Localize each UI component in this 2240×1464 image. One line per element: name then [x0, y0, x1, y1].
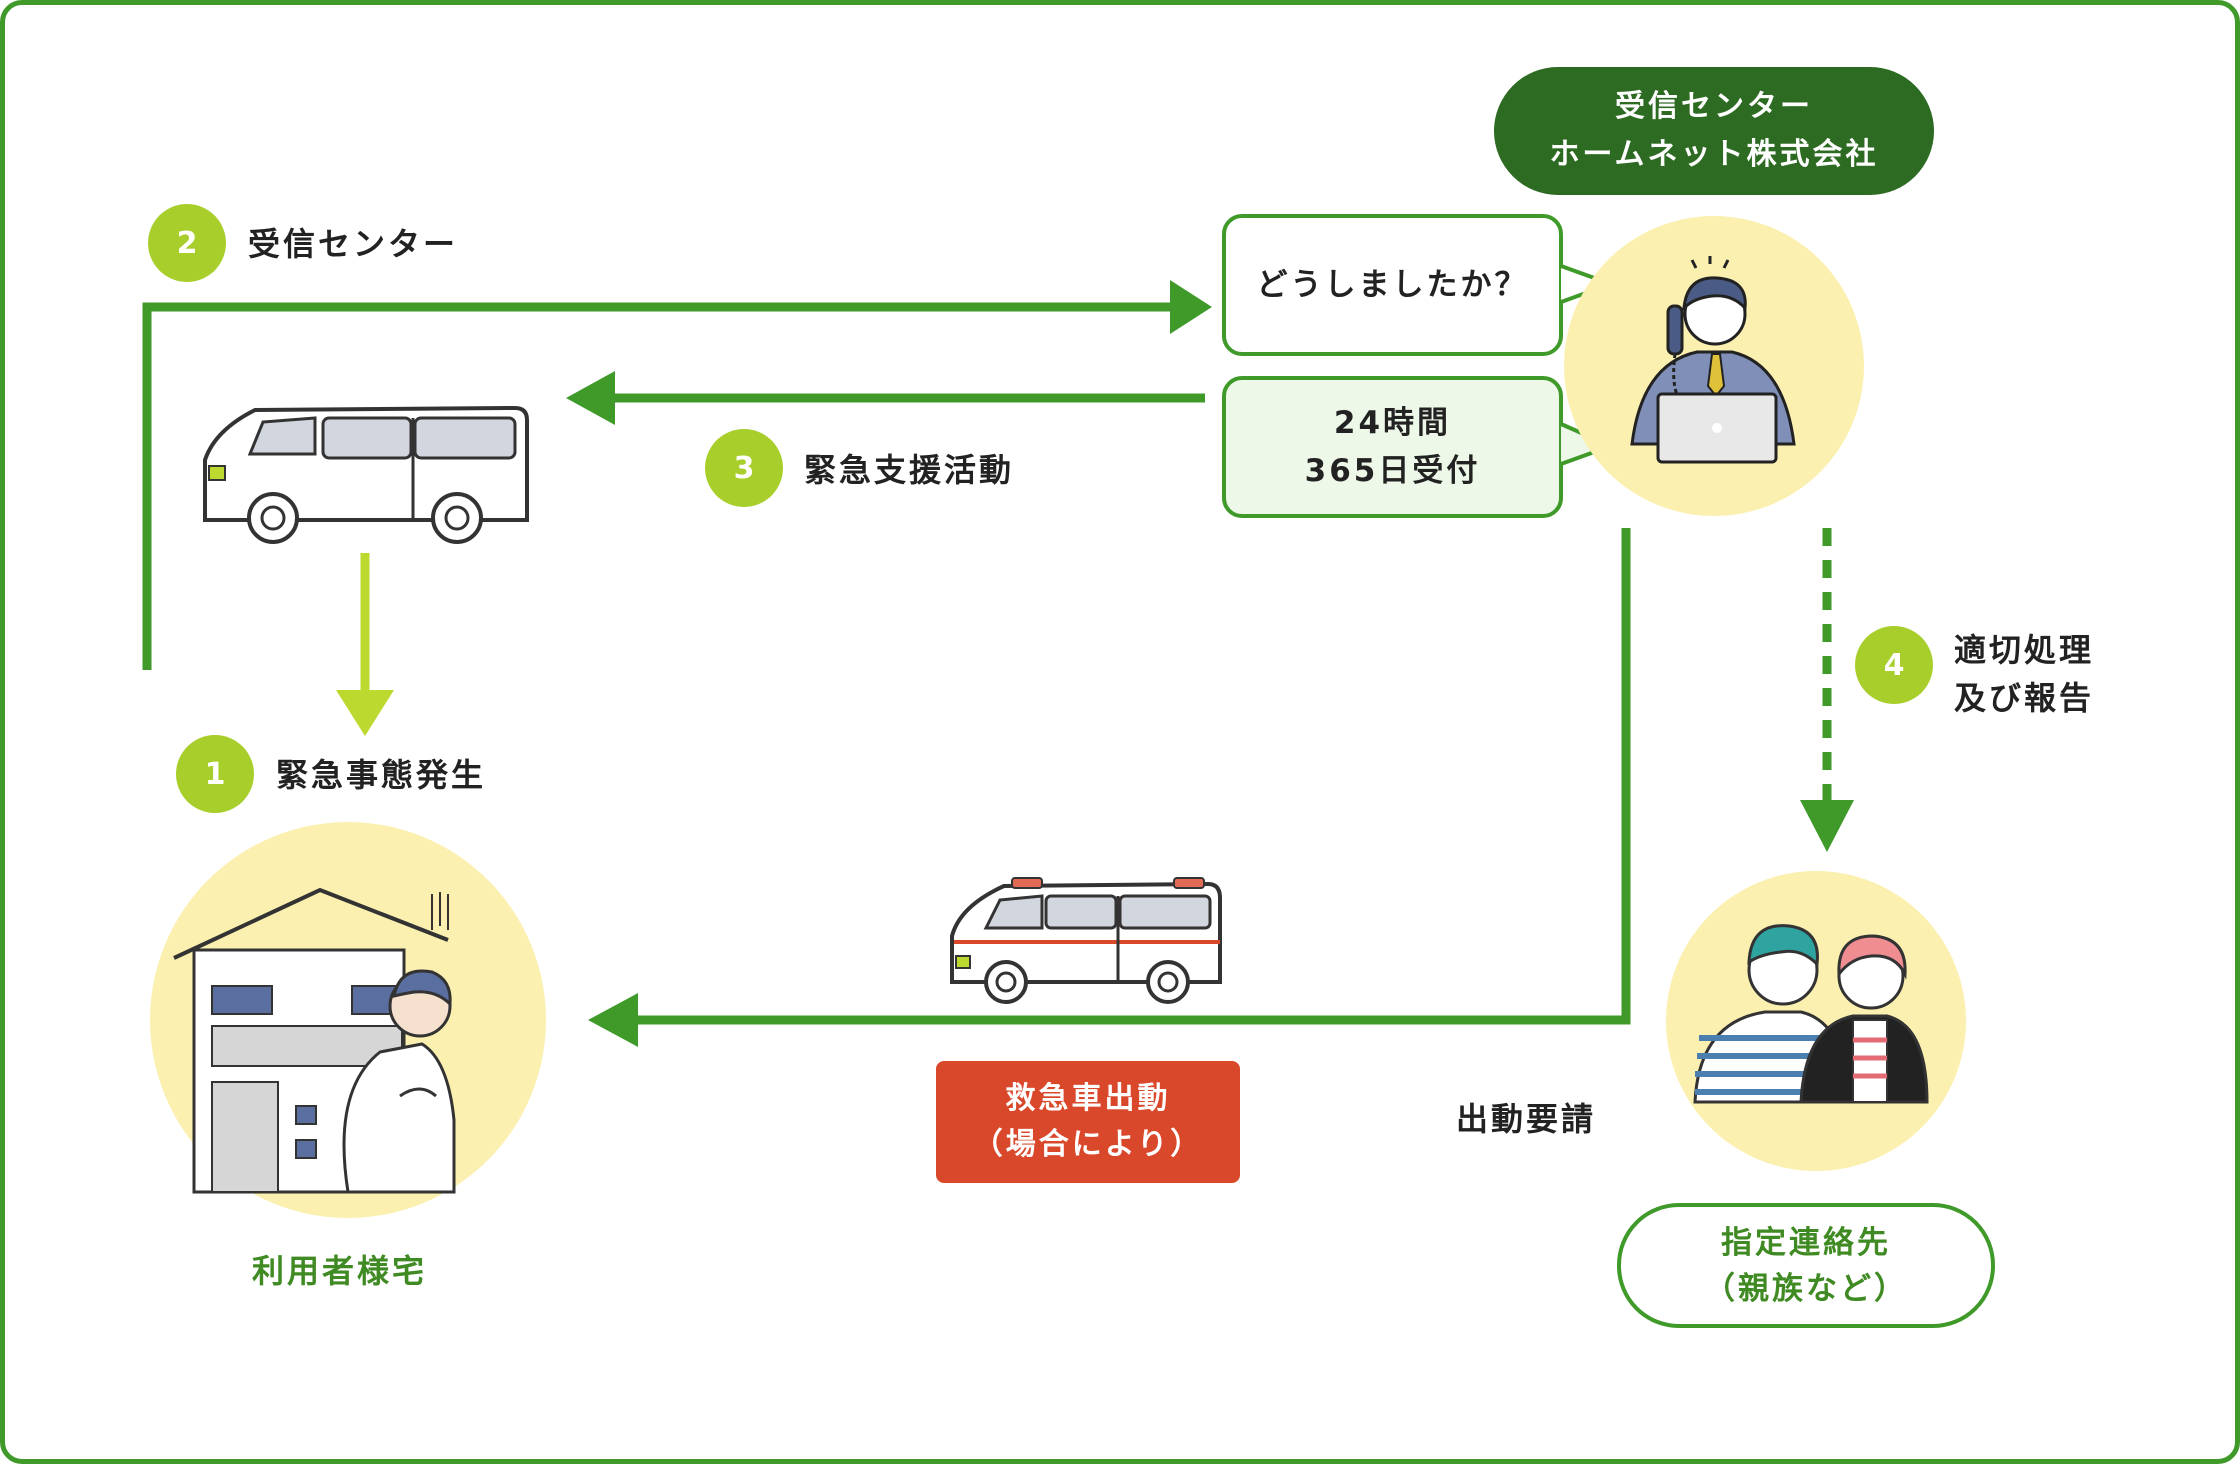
- arrow-step2: [142, 302, 1170, 670]
- ambulance-line1: 救急車出動: [1005, 1081, 1171, 1116]
- step2-number: 2: [148, 204, 226, 282]
- step4-label-line2: 及び報告: [1954, 679, 2095, 717]
- home-illustration: [150, 822, 546, 1218]
- question-bubble: どうしましたか？: [1222, 214, 1563, 356]
- center-badge-line2: ホームネット株式会社: [1549, 137, 1879, 172]
- support-van-icon: [203, 405, 529, 544]
- family-illustration: [1666, 871, 1966, 1171]
- home-label: 利用者様宅: [252, 1252, 428, 1290]
- question-text: どうしましたか？: [1256, 267, 1529, 303]
- step4-label-line1: 適切処理: [1954, 631, 2095, 669]
- hours-bubble: 24時間 365日受付: [1222, 376, 1563, 518]
- designated-contact: 指定連絡先 （親族など）: [1617, 1203, 1995, 1328]
- hours-line1: 24時間: [1333, 405, 1452, 441]
- step1-number: 1: [176, 735, 254, 813]
- arrow-dispatch: [630, 528, 1631, 1025]
- arrow-dispatch-head: [588, 993, 638, 1047]
- arrow-step4-head: [1800, 800, 1854, 852]
- contact-line2: （親族など）: [1704, 1270, 1908, 1307]
- arrow-step3-head: [566, 371, 615, 425]
- step4-number: 4: [1855, 626, 1933, 704]
- step1-label: 緊急事態発生: [276, 756, 487, 794]
- arrow-van-to-home-head: [336, 690, 394, 736]
- center-badge-line1: 受信センター: [1615, 89, 1813, 124]
- step3-number: 3: [705, 429, 783, 507]
- contact-line1: 指定連絡先: [1721, 1224, 1891, 1261]
- ambulance-icon: [950, 877, 1222, 1004]
- dispatch-request-label: 出動要請: [1456, 1100, 1597, 1138]
- ambulance-line2: （場合により）: [972, 1127, 1204, 1162]
- ambulance-dispatch-box: 救急車出動 （場合により）: [936, 1061, 1240, 1183]
- step3-label: 緊急支援活動: [804, 451, 1015, 489]
- step2-label: 受信センター: [248, 225, 459, 263]
- step4-label: 適切処理 及び報告: [1954, 626, 2094, 722]
- center-badge: 受信センター ホームネット株式会社: [1494, 67, 1934, 195]
- arrow-step2-head: [1170, 280, 1212, 334]
- hours-line2: 365日受付: [1304, 453, 1481, 489]
- operator-illustration: [1564, 216, 1864, 516]
